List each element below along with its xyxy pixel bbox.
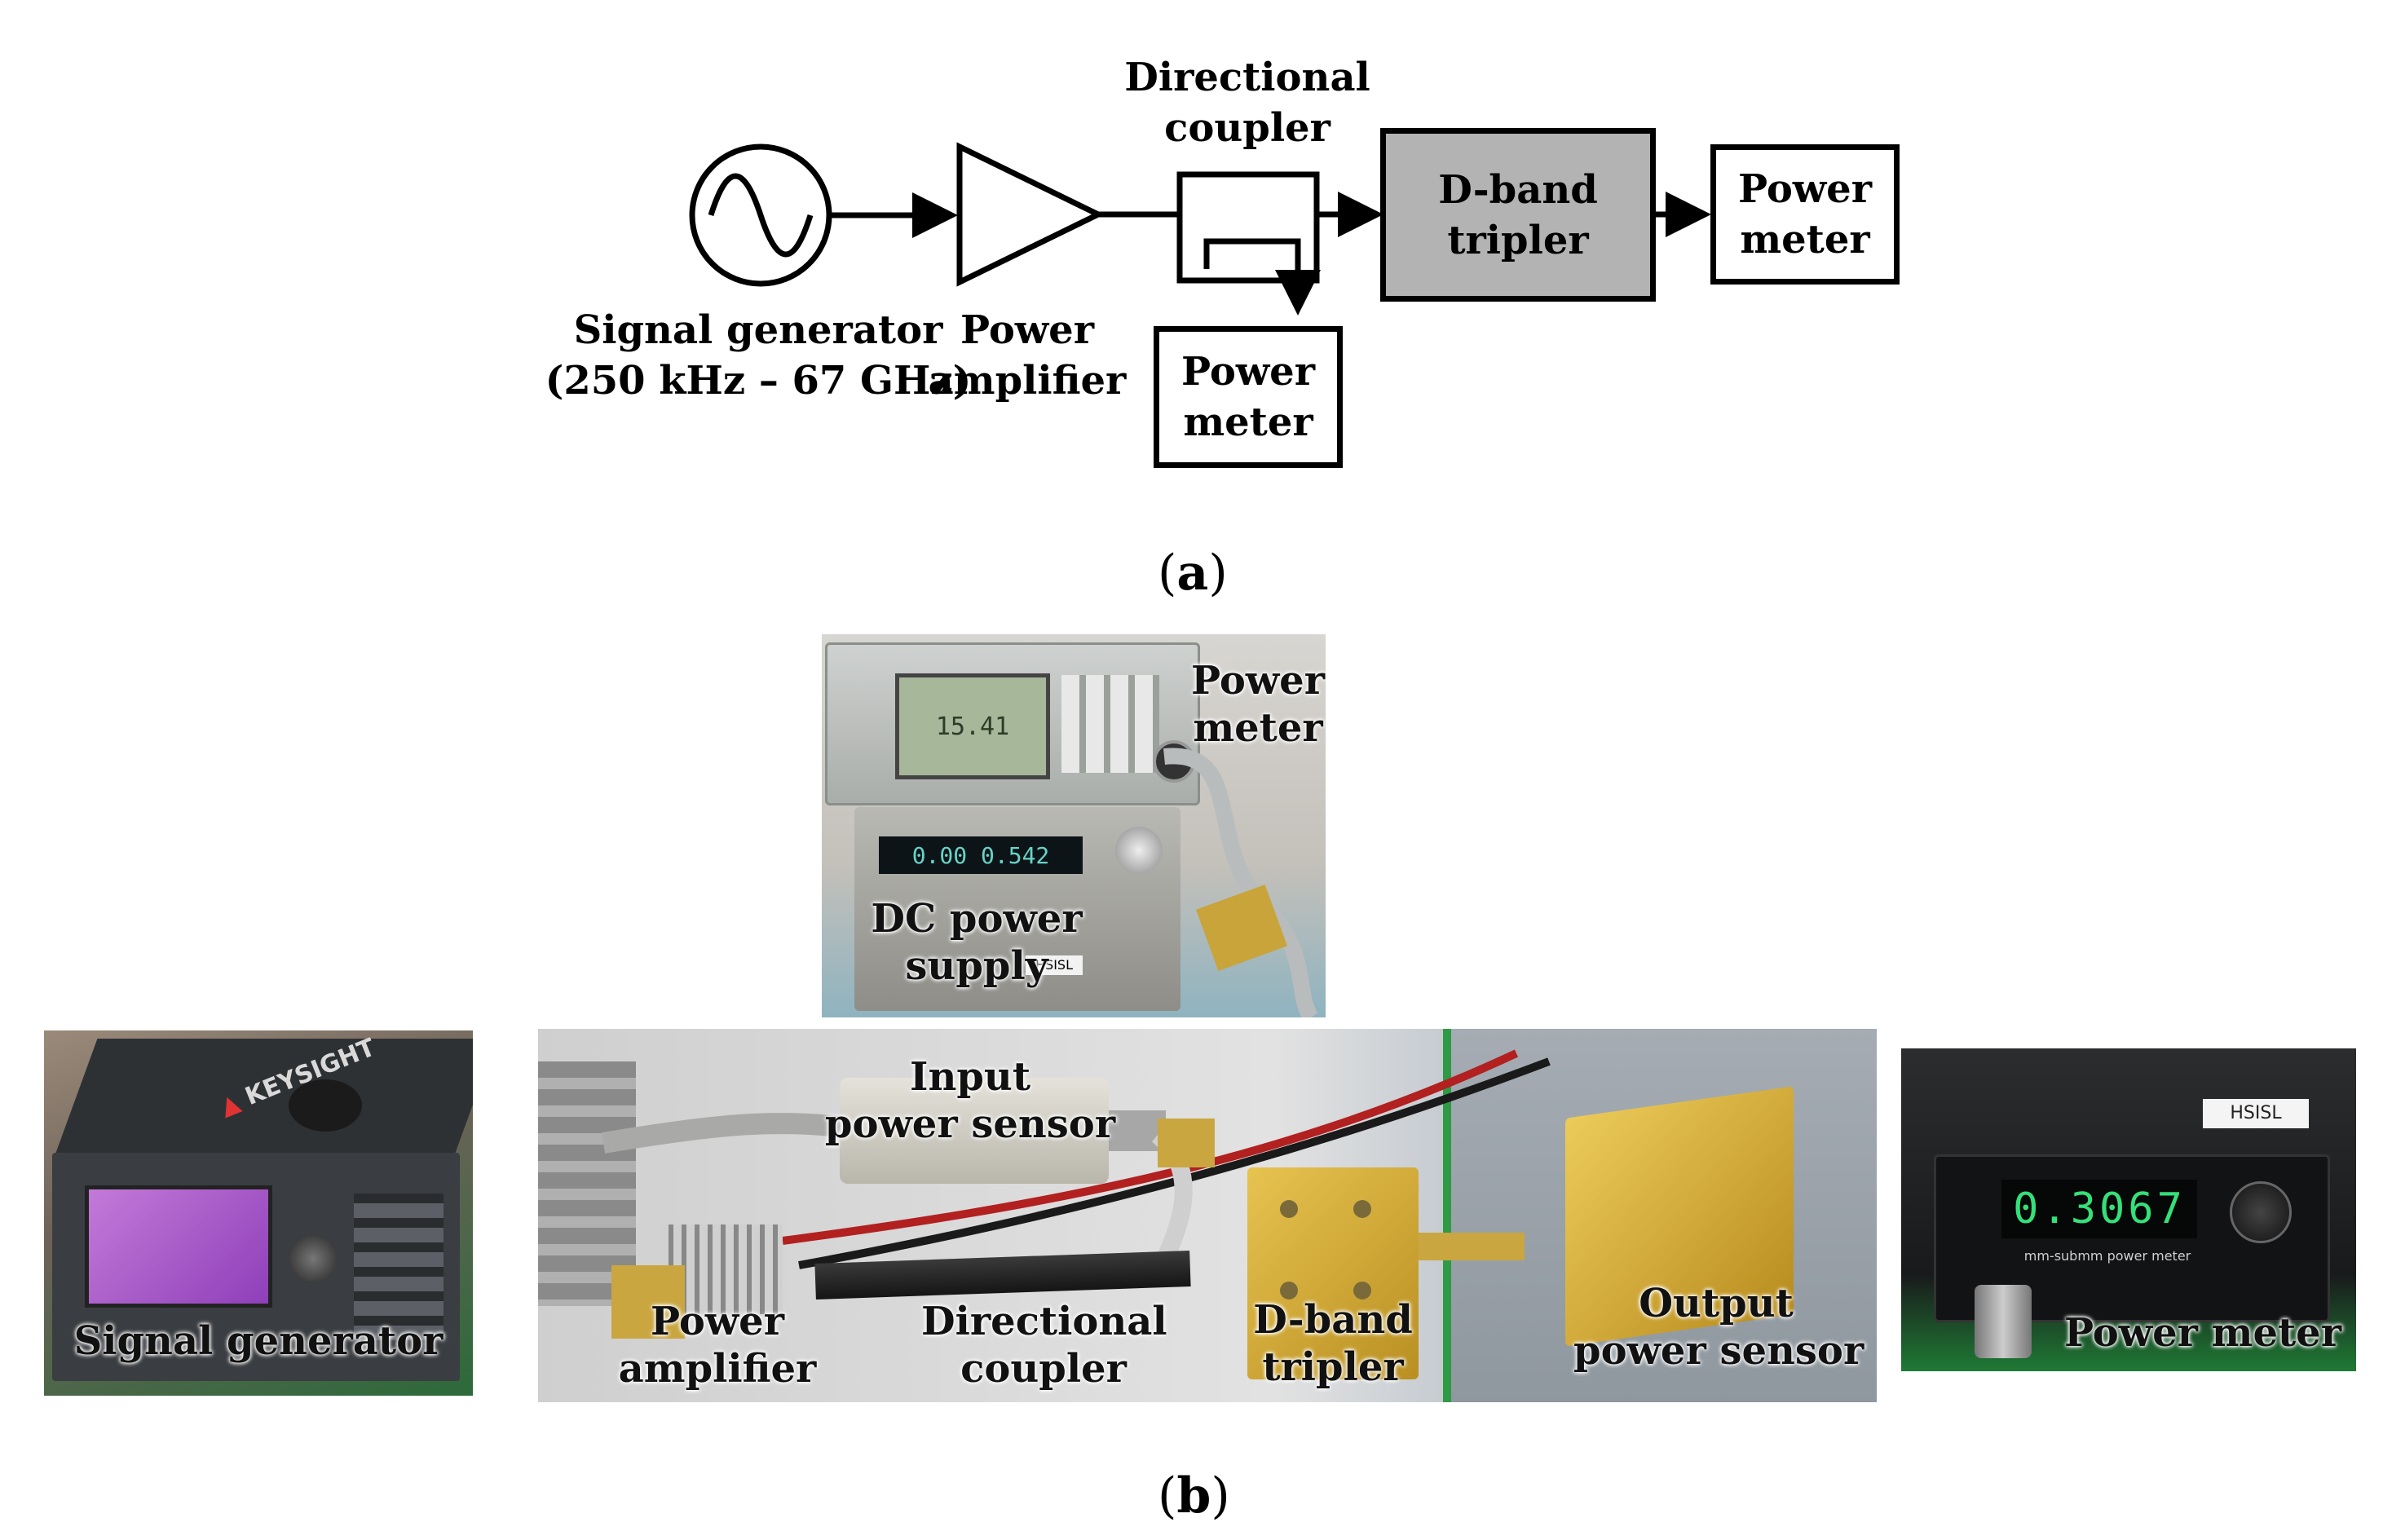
power-amplifier-symbol	[956, 142, 1105, 287]
power-amplifier-label-line2: amplifier	[928, 358, 1127, 404]
center-d-band-tripler-label-line2: tripler	[1262, 1344, 1404, 1390]
signal-generator-front-panel	[52, 1153, 460, 1381]
dc-supply-sticker-text: HSISL	[1035, 957, 1073, 973]
right-meter-display-value: 0.3067	[2013, 1185, 2186, 1233]
output-power-meter-line1: Power	[1738, 166, 1872, 212]
coupled-power-meter-block: Power meter	[1154, 326, 1343, 468]
center-power-amplifier-label: Power amplifier	[611, 1298, 823, 1392]
right-meter-device-text-value: mm-submm power meter	[2023, 1248, 2191, 1264]
caption-b: (b)	[1158, 1467, 1230, 1525]
right-meter-connector	[1975, 1285, 2032, 1358]
dc-power-supply-label-line1: DC power	[871, 896, 1083, 942]
power-meter-buttons	[1061, 675, 1159, 773]
dc-supply-display-value: 0.00 0.542	[911, 841, 1050, 869]
signal-generator-keypad	[354, 1194, 444, 1340]
signal-generator-label-line1: Signal generator	[573, 307, 943, 353]
dc-supply-instrument: 0.00 0.542 HSISL	[854, 807, 1180, 1011]
directional-coupler-symbol	[1176, 171, 1320, 284]
directional-coupler-label: Directional coupler	[1109, 52, 1386, 153]
center-directional-coupler-label-line1: Directional	[921, 1299, 1167, 1344]
d-band-tripler-line2: tripler	[1447, 217, 1589, 263]
power-amplifier-label-line1: Power	[960, 307, 1094, 353]
output-power-sensor-label-line2: power sensor	[1573, 1328, 1864, 1374]
signal-generator-knob	[289, 1234, 338, 1283]
signal-generator-label: Signal generator (250 kHz – 67 GHz)	[505, 305, 1011, 406]
amplifier-gold-block	[611, 1265, 685, 1339]
tripler-gold-block	[1247, 1167, 1419, 1379]
dc-power-supply-label-line2: supply	[905, 943, 1048, 989]
right-meter-sticker-text: HSISL	[2230, 1103, 2282, 1123]
directional-coupler-label-line1: Directional	[1124, 55, 1370, 100]
caption-b-letter: b	[1176, 1467, 1211, 1525]
diagram-connections	[689, 142, 1711, 316]
power-meter-instrument: 15.41	[825, 642, 1200, 805]
right-meter-dial	[2230, 1181, 2292, 1243]
d-band-tripler-block: D-band tripler	[1380, 128, 1656, 302]
input-power-sensor-body	[840, 1078, 1109, 1184]
power-amplifier-label: Power amplifier	[913, 305, 1141, 406]
right-power-meter-label: Power meter	[2048, 1309, 2356, 1357]
photo-left-signal-generator: ▲ KEYSIGHT Signal generator	[44, 1030, 473, 1396]
caption-a-letter: a	[1176, 545, 1209, 602]
waveguide-flange	[1419, 1233, 1525, 1260]
dc-supply-knob	[1115, 827, 1163, 874]
output-power-meter-block: Power meter	[1710, 144, 1900, 285]
right-power-meter-label-text: Power meter	[2063, 1310, 2341, 1356]
input-power-sensor-label-line1: Input	[910, 1054, 1030, 1100]
coupled-power-meter-line1: Power	[1181, 349, 1315, 395]
coupler-inner-line	[1203, 238, 1321, 316]
top-power-meter-label-line2: meter	[1193, 705, 1323, 751]
signal-generator-photo-label: Signal generator	[44, 1317, 473, 1365]
center-photo-cables	[601, 1049, 1551, 1277]
top-power-meter-label: Power meter	[1180, 657, 1326, 752]
top-power-meter-label-line1: Power	[1191, 658, 1325, 704]
output-power-meter-line2: meter	[1740, 217, 1870, 263]
coupled-power-meter-line2: meter	[1183, 399, 1313, 445]
center-d-band-tripler-label-line1: D-band	[1253, 1297, 1413, 1343]
signal-generator-screen	[85, 1185, 272, 1308]
signal-generator-photo-label-text: Signal generator	[73, 1318, 444, 1364]
gold-bend-waveguide	[1158, 1119, 1215, 1167]
caption-a: (a)	[1158, 545, 1228, 602]
center-power-amplifier-label-line2: amplifier	[618, 1346, 817, 1392]
signal-generator-label-line2: (250 kHz – 67 GHz)	[545, 358, 972, 404]
dc-supply-display: 0.00 0.542	[879, 836, 1083, 874]
photo-center-setup: Input power sensor Power amplifier Direc…	[538, 1029, 1877, 1402]
output-power-sensor-label: Output power sensor	[1573, 1280, 1864, 1375]
right-meter-display: 0.3067	[2001, 1180, 2197, 1238]
mouse-icon	[289, 1079, 362, 1132]
directional-coupler-label-line2: coupler	[1164, 105, 1331, 151]
center-directional-coupler-label-line2: coupler	[960, 1346, 1127, 1392]
d-band-tripler-line1: D-band	[1438, 166, 1598, 213]
power-meter-screen: 15.41	[895, 673, 1050, 779]
input-power-sensor-label-line2: power sensor	[824, 1101, 1116, 1147]
input-power-sensor-label: Input power sensor	[799, 1053, 1141, 1148]
center-directional-coupler-label: Directional coupler	[921, 1298, 1167, 1392]
photo-right-power-meter: HSISL 0.3067 mm-submm power meter Power …	[1901, 1048, 2356, 1371]
signal-generator-symbol	[689, 143, 832, 287]
center-power-amplifier-label-line1: Power	[651, 1299, 784, 1344]
dc-supply-sticker: HSISL	[1026, 955, 1083, 975]
output-power-sensor-label-line1: Output	[1639, 1281, 1794, 1326]
right-meter-sticker: HSISL	[2203, 1099, 2309, 1128]
photo-top-power-meter-dc-supply: 15.41 0.00 0.542 HSISL Power meter DC po…	[822, 634, 1326, 1017]
right-meter-device-text: mm-submm power meter	[1993, 1248, 2222, 1264]
center-d-band-tripler-label: D-band tripler	[1231, 1296, 1435, 1391]
power-meter-screen-value: 15.41	[935, 712, 1010, 741]
dc-power-supply-label: DC power supply	[854, 895, 1099, 990]
